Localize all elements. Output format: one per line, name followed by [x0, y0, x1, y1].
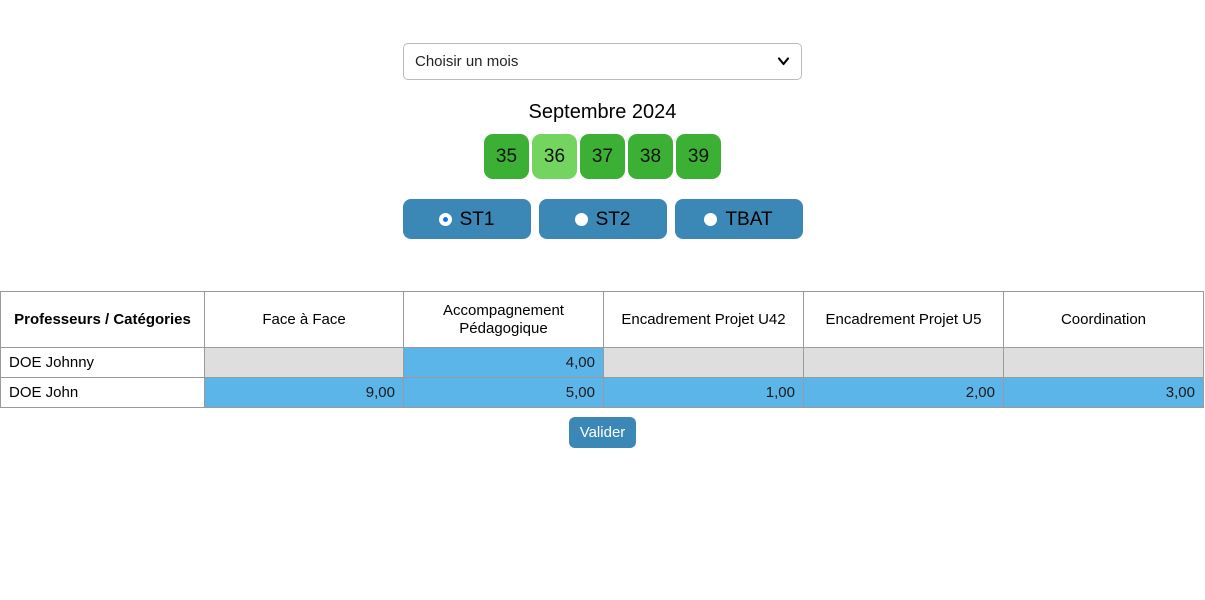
radio-option-label: ST2	[595, 208, 631, 230]
radio-option-st1[interactable]: ST1	[402, 199, 531, 239]
month-title: Septembre 2024	[528, 101, 677, 123]
hours-cell[interactable]	[204, 347, 404, 378]
week-badge-label: 38	[639, 145, 662, 167]
hours-cell[interactable]: 9,00	[204, 377, 404, 408]
week-badge-label: 36	[543, 145, 566, 167]
column-header-coordination: Coordination	[1003, 291, 1204, 348]
hours-cell[interactable]: 2,00	[803, 377, 1004, 408]
site-filter-group: ST1 ST2 TBAT	[0, 199, 1205, 239]
hours-table: Professeurs / Catégories Face à Face Acc…	[0, 291, 1204, 408]
week-badge-39[interactable]: 39	[676, 134, 721, 179]
hours-cell[interactable]	[803, 347, 1004, 378]
column-header-face-a-face: Face à Face	[204, 291, 404, 348]
column-header-projet-u42: Encadrement Projet U42	[603, 291, 804, 348]
hours-cell[interactable]: 3,00	[1003, 377, 1204, 408]
validate-button[interactable]: Valider	[569, 417, 636, 448]
radio-option-label: ST1	[459, 208, 495, 230]
radio-indicator-icon	[574, 212, 588, 226]
table-row: DOE Johnny 4,00	[0, 347, 1204, 378]
column-header-projet-u5: Encadrement Projet U5	[803, 291, 1004, 348]
radio-option-tbat[interactable]: TBAT	[674, 199, 803, 239]
radio-option-label: TBAT	[725, 208, 773, 230]
table-row: DOE John 9,00 5,00 1,00 2,00 3,00	[0, 377, 1204, 408]
radio-indicator-icon	[438, 212, 452, 226]
hours-cell[interactable]: 1,00	[603, 377, 804, 408]
column-header-accompagnement: Accompagnement Pédagogique	[403, 291, 604, 348]
week-badge-label: 35	[495, 145, 518, 167]
week-badge-label: 39	[687, 145, 710, 167]
week-badge-36[interactable]: 36	[532, 134, 577, 179]
hours-cell[interactable]	[1003, 347, 1204, 378]
hours-cell[interactable]: 5,00	[403, 377, 604, 408]
week-badge-35[interactable]: 35	[484, 134, 529, 179]
column-header-professeurs: Professeurs / Catégories	[0, 291, 205, 348]
week-badge-list: 35 36 37 38 39	[0, 134, 1205, 179]
month-selector-wrapper: Choisir un mois	[403, 43, 802, 80]
professor-name: DOE John	[0, 377, 205, 408]
week-badge-37[interactable]: 37	[580, 134, 625, 179]
table-header-row: Professeurs / Catégories Face à Face Acc…	[0, 291, 1204, 348]
week-badge-label: 37	[591, 145, 614, 167]
radio-indicator-icon	[704, 212, 718, 226]
hours-cell[interactable]: 4,00	[403, 347, 604, 378]
month-select[interactable]: Choisir un mois	[403, 43, 802, 80]
radio-option-st2[interactable]: ST2	[538, 199, 667, 239]
week-badge-38[interactable]: 38	[628, 134, 673, 179]
hours-cell[interactable]	[603, 347, 804, 378]
professor-name: DOE Johnny	[0, 347, 205, 378]
